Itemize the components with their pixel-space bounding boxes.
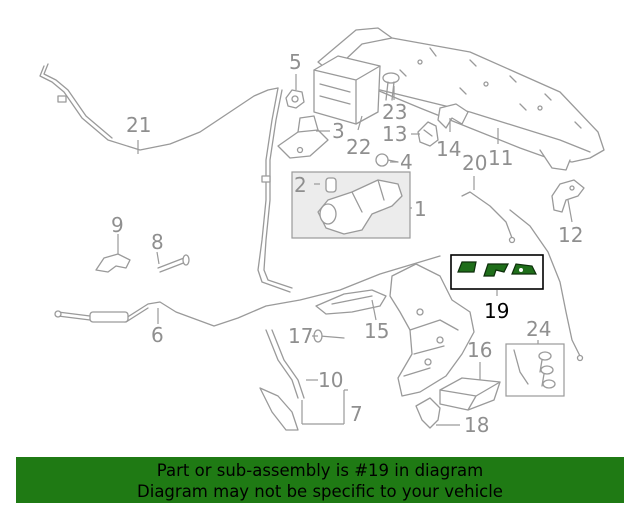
part-11-panel xyxy=(317,27,605,171)
part-13-clip xyxy=(417,121,439,147)
part-18-connector xyxy=(415,397,441,429)
callout-labels: 5 3 22 23 4 2 1 13 14 11 20 12 21 9 8 6 … xyxy=(111,50,583,437)
part-22-module xyxy=(313,55,381,125)
callout-11: 11 xyxy=(488,146,513,170)
part-6-cable xyxy=(54,255,441,327)
part-17-bolt xyxy=(313,329,345,343)
callout-16: 16 xyxy=(467,338,492,362)
callout-8: 8 xyxy=(151,230,164,254)
info-banner: Part or sub-assembly is #19 in diagram D… xyxy=(16,457,624,503)
callout-3: 3 xyxy=(332,119,345,143)
callout-7: 7 xyxy=(350,402,363,426)
callout-18: 18 xyxy=(464,413,489,437)
part-19-highlight-box[interactable] xyxy=(450,254,544,290)
part-24-bolts xyxy=(505,343,565,397)
part-20-cable xyxy=(461,191,584,362)
part-3-bracket xyxy=(277,115,329,159)
leader-lines xyxy=(117,74,573,426)
part-12-bracket xyxy=(551,179,585,213)
callout-14: 14 xyxy=(436,137,461,161)
part-16-pad xyxy=(439,377,501,411)
callout-19: 19 xyxy=(484,299,509,323)
callout-6: 6 xyxy=(151,323,164,347)
callout-9: 9 xyxy=(111,213,124,237)
callout-2: 2 xyxy=(294,173,307,197)
callout-15: 15 xyxy=(364,319,389,343)
callout-10: 10 xyxy=(318,368,343,392)
callout-23: 23 xyxy=(382,100,407,124)
callout-4: 4 xyxy=(400,150,413,174)
callout-20: 20 xyxy=(462,151,487,175)
part-14-bracket xyxy=(437,103,469,129)
part-7-rod xyxy=(259,329,305,431)
part-8-bolt xyxy=(157,254,190,273)
callout-17: 17 xyxy=(288,324,313,348)
callout-1: 1 xyxy=(414,197,427,221)
callout-12: 12 xyxy=(558,223,583,247)
callout-22: 22 xyxy=(346,135,371,159)
banner-line-2: Diagram may not be specific to your vehi… xyxy=(137,482,503,501)
part-5-nut xyxy=(285,89,305,109)
callout-13: 13 xyxy=(382,122,407,146)
part-23-bolt xyxy=(382,72,400,101)
part-1-actuator xyxy=(291,171,411,239)
part-9-clip xyxy=(95,253,131,273)
callout-21: 21 xyxy=(126,113,151,137)
callout-5: 5 xyxy=(289,50,302,74)
callout-24: 24 xyxy=(526,317,551,341)
banner-line-1: Part or sub-assembly is #19 in diagram xyxy=(156,461,484,480)
part-4-screw xyxy=(375,153,399,167)
part-15-link xyxy=(315,289,387,315)
part-21-harness xyxy=(39,63,293,293)
hinge-assembly xyxy=(389,263,475,397)
